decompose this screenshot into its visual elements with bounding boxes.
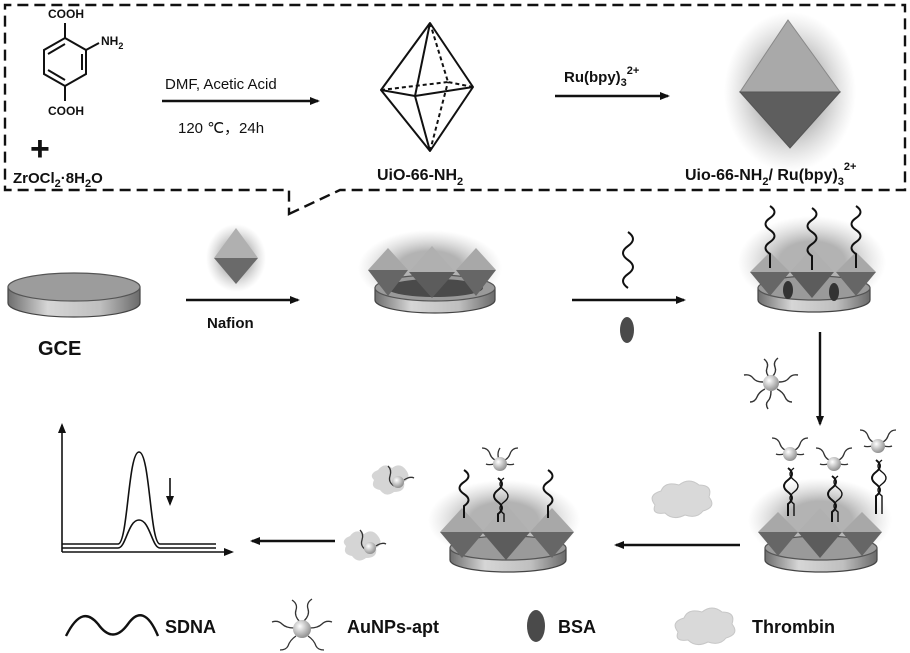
aunps-bound-electrode — [748, 429, 897, 573]
composite-small-octahedron-icon — [206, 224, 266, 292]
mof-modified-electrode — [358, 230, 502, 314]
dna-modified-electrode — [738, 205, 886, 313]
bsa-reagent-icon — [620, 317, 634, 343]
legend-thrombin-icon — [674, 607, 736, 646]
uio66-wireframe-octahedron-icon — [380, 22, 474, 152]
nafion-label: Nafion — [207, 315, 254, 332]
signal-curve-high — [62, 451, 216, 545]
signal-curve-low — [62, 519, 216, 549]
plus-sign: + — [30, 130, 50, 168]
ru-bpy-label: Ru(bpy)32+ — [564, 65, 639, 89]
released-electrode — [428, 447, 580, 573]
nh2-label: NH2 — [101, 34, 123, 51]
composite-label: Uio-66-NH2/ Ru(bpy)32+ — [685, 161, 856, 188]
ligand-molecule — [43, 23, 100, 101]
legend-bsa-icon — [527, 610, 545, 642]
gce-label: GCE — [38, 338, 81, 360]
legend-bsa-label: BSA — [558, 617, 596, 637]
uio66-nh2-label: UiO-66-NH2 — [377, 167, 463, 188]
cooh-bottom-label: COOH — [48, 104, 84, 118]
bare-gce-electrode — [7, 272, 141, 318]
ru-loaded-octahedron-icon — [724, 12, 856, 172]
released-complex-icon — [343, 465, 415, 561]
thrombin-reagent-icon — [651, 480, 713, 519]
legend-aunps-icon — [271, 598, 333, 651]
aunps-reagent-icon — [743, 357, 799, 410]
legend-aunps-label: AuNPs-apt — [347, 617, 439, 637]
legend-sdna-label: SDNA — [165, 617, 216, 637]
sdna-reagent-icon — [622, 231, 634, 289]
condition-temperature-label: 120 ℃，24h — [178, 120, 264, 137]
cooh-top-label: COOH — [48, 7, 84, 21]
legend-sdna-icon — [64, 614, 160, 637]
dashed-box-border — [3, 3, 907, 216]
condition-solvent-label: DMF, Acetic Acid — [165, 76, 277, 93]
ecl-signal-plot — [58, 423, 234, 556]
zirconium-salt-label: ZrOCl2·8H2O — [13, 170, 103, 190]
legend-thrombin-label: Thrombin — [752, 617, 835, 637]
